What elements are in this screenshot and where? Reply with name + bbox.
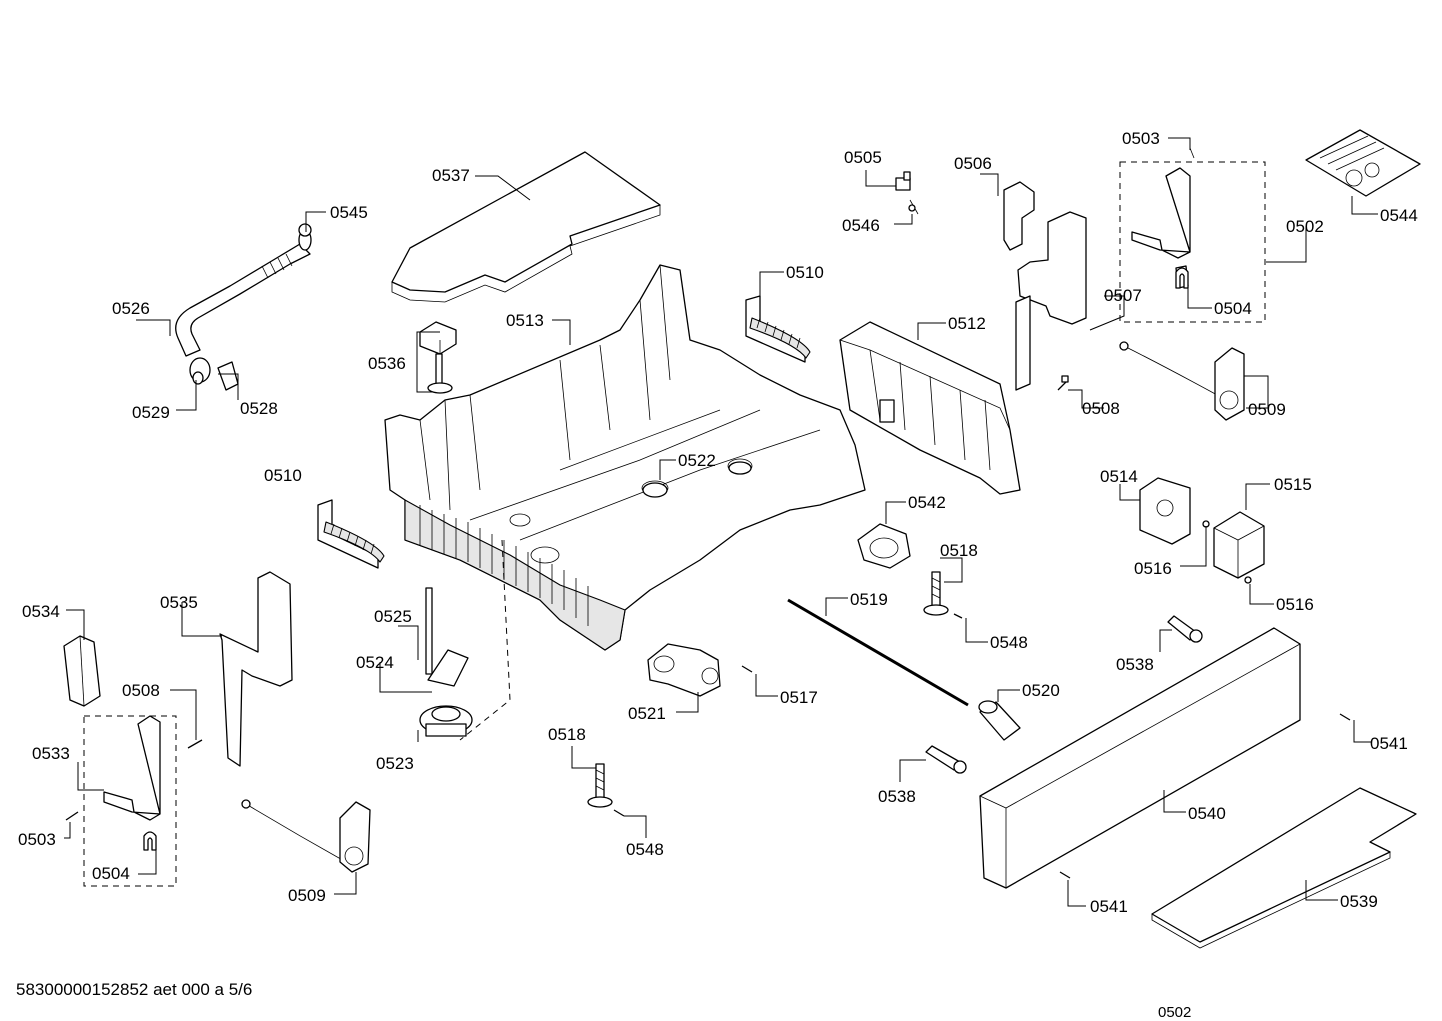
part-0522-sump — [642, 461, 752, 498]
callout-0537: 0537 — [432, 166, 470, 185]
part-0539-plate — [1151, 787, 1417, 949]
part-0526-hose — [175, 223, 312, 357]
callout-0526: 0526 — [112, 299, 150, 318]
callout-0514: 0514 — [1100, 467, 1138, 486]
part-0537-cover-plate — [391, 151, 661, 303]
callout-0508-lower: 0508 — [122, 681, 160, 700]
callout-0518-a: 0518 — [940, 541, 978, 560]
callout-0538-b: 0538 — [878, 787, 916, 806]
part-0510-spring-left — [317, 499, 385, 569]
part-0548-screws — [613, 613, 963, 817]
callout-0509-lower: 0509 — [288, 886, 326, 905]
callout-0539: 0539 — [1340, 892, 1378, 911]
part-0503-screw-lower — [65, 811, 79, 821]
part-0505-sensor — [895, 171, 919, 215]
callout-0517: 0517 — [780, 688, 818, 707]
callout-0521: 0521 — [628, 704, 666, 723]
callout-0504-top: 0504 — [1214, 299, 1252, 318]
callout-0503-top: 0503 — [1122, 129, 1160, 148]
document-reference: 58300000152852 aet 000 a 5/6 — [16, 980, 253, 999]
callout-0548-b: 0548 — [626, 840, 664, 859]
part-0520-coupler — [978, 700, 1021, 741]
callout-0515: 0515 — [1274, 475, 1312, 494]
callout-0510-top: 0510 — [786, 263, 824, 282]
page-id: 0502 — [1158, 1004, 1192, 1021]
part-0541-screws — [1059, 713, 1351, 879]
part-0544-kit-bag — [1305, 129, 1421, 197]
callout-0523: 0523 — [376, 754, 414, 773]
part-0510-spring-top — [745, 295, 811, 363]
callout-0525: 0525 — [374, 607, 412, 626]
callout-0541-a: 0541 — [1370, 734, 1408, 753]
part-0508-screw-top — [1057, 375, 1069, 391]
part-0509-sensor-top — [1119, 341, 1245, 421]
callout-0545: 0545 — [330, 203, 368, 222]
part-0528-clip — [217, 361, 239, 391]
part-0534-cover — [63, 635, 101, 707]
part-0540-kick-plate — [979, 627, 1301, 889]
part-0538-bolt-a — [1167, 615, 1203, 643]
callout-0519: 0519 — [850, 590, 888, 609]
part-0536-foot — [419, 321, 457, 394]
callout-0506: 0506 — [954, 154, 992, 173]
callout-0546: 0546 — [842, 216, 880, 235]
part-0504-clip — [1175, 267, 1189, 289]
callout-0522: 0522 — [678, 451, 716, 470]
part-0525-rod — [425, 587, 433, 675]
callout-0534: 0534 — [22, 602, 60, 621]
callout-0548-a: 0548 — [990, 633, 1028, 652]
part-0538-bolt-b — [925, 745, 967, 774]
callout-0528: 0528 — [240, 399, 278, 418]
callout-0533: 0533 — [32, 744, 70, 763]
leader-lines — [64, 137, 1378, 907]
callout-0507: 0507 — [1104, 286, 1142, 305]
part-0521-valve — [647, 643, 721, 697]
part-0518-foot-a — [923, 571, 949, 616]
callout-0505: 0505 — [844, 148, 882, 167]
part-0519-rod — [787, 598, 969, 707]
callout-0542: 0542 — [908, 493, 946, 512]
callout-0544: 0544 — [1380, 206, 1418, 225]
callout-0520: 0520 — [1022, 681, 1060, 700]
callout-0510-left: 0510 — [264, 466, 302, 485]
part-0513-base-tub — [384, 264, 866, 651]
part-0506-bracket — [1003, 181, 1035, 251]
callout-0513: 0513 — [506, 311, 544, 330]
callout-0535: 0535 — [160, 593, 198, 612]
callout-0516-b: 0516 — [1276, 595, 1314, 614]
part-0504-clip-lower — [143, 831, 157, 851]
callout-0538-a: 0538 — [1116, 655, 1154, 674]
callout-labels: 0537 0545 0526 0529 0528 0536 0513 0510 … — [18, 129, 1418, 916]
part-0512-control-box — [839, 321, 1021, 495]
part-0535-bracket — [219, 571, 293, 767]
part-0524-arm — [427, 649, 469, 687]
part-0509-sensor-lower — [241, 799, 371, 873]
callout-0509-top: 0509 — [1248, 400, 1286, 419]
part-0523-filter — [419, 705, 473, 737]
callout-0536: 0536 — [368, 354, 406, 373]
callout-0503-lower: 0503 — [18, 830, 56, 849]
callout-0518-b: 0518 — [548, 725, 586, 744]
part-0514-pump-housing — [1139, 477, 1191, 545]
callout-0502: 0502 — [1286, 217, 1324, 236]
part-0542-motor — [857, 523, 911, 569]
part-0508-screw-lower — [187, 739, 203, 749]
callout-0508-top: 0508 — [1082, 399, 1120, 418]
callout-0516-a: 0516 — [1134, 559, 1172, 578]
part-0515-cover — [1213, 511, 1265, 579]
callout-0512: 0512 — [948, 314, 986, 333]
callout-0541-b: 0541 — [1090, 897, 1128, 916]
part-0533-group — [83, 715, 177, 887]
part-0529-clamp — [189, 357, 211, 385]
callout-0504-lower: 0504 — [92, 864, 130, 883]
part-0517-screw — [741, 665, 753, 673]
part-0507-bracket — [1015, 211, 1087, 391]
callout-0540: 0540 — [1188, 804, 1226, 823]
part-0518-foot-b — [587, 763, 613, 808]
callout-0524: 0524 — [356, 653, 394, 672]
callout-0529: 0529 — [132, 403, 170, 422]
